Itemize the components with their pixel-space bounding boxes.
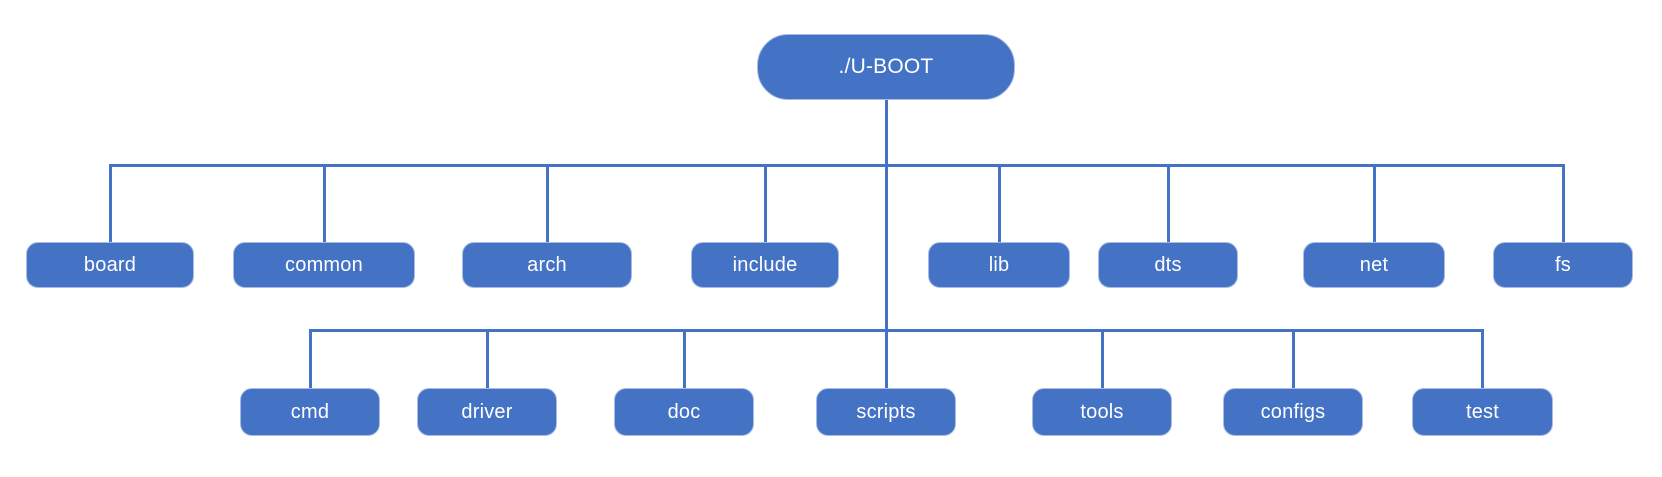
connector-drop-configs	[1292, 329, 1295, 389]
node-include: include	[691, 242, 839, 288]
connector-drop-cmd	[309, 329, 312, 389]
connector-drop-fs	[1562, 164, 1565, 243]
node-tools: tools	[1032, 388, 1172, 436]
connector-root-trunk	[885, 99, 888, 389]
connector-drop-test	[1481, 329, 1484, 389]
node-root: ./U-BOOT	[757, 34, 1015, 100]
node-arch: arch	[462, 242, 632, 288]
node-fs: fs	[1493, 242, 1633, 288]
connector-drop-common	[323, 164, 326, 243]
connector-level1-bus	[109, 164, 1564, 167]
connector-drop-net	[1373, 164, 1376, 243]
node-dts: dts	[1098, 242, 1238, 288]
node-cmd: cmd	[240, 388, 380, 436]
connector-drop-lib	[998, 164, 1001, 243]
node-net: net	[1303, 242, 1445, 288]
node-configs: configs	[1223, 388, 1363, 436]
connector-drop-board	[109, 164, 112, 243]
node-doc: doc	[614, 388, 754, 436]
connector-level2-bus	[309, 329, 1484, 332]
connector-drop-include	[764, 164, 767, 243]
connector-drop-dts	[1167, 164, 1170, 243]
node-board: board	[26, 242, 194, 288]
connector-drop-doc	[683, 329, 686, 389]
connector-drop-tools	[1101, 329, 1104, 389]
node-scripts: scripts	[816, 388, 956, 436]
node-test: test	[1412, 388, 1553, 436]
connector-drop-driver	[486, 329, 489, 389]
node-common: common	[233, 242, 415, 288]
node-driver: driver	[417, 388, 557, 436]
connector-drop-arch	[546, 164, 549, 243]
node-lib: lib	[928, 242, 1070, 288]
